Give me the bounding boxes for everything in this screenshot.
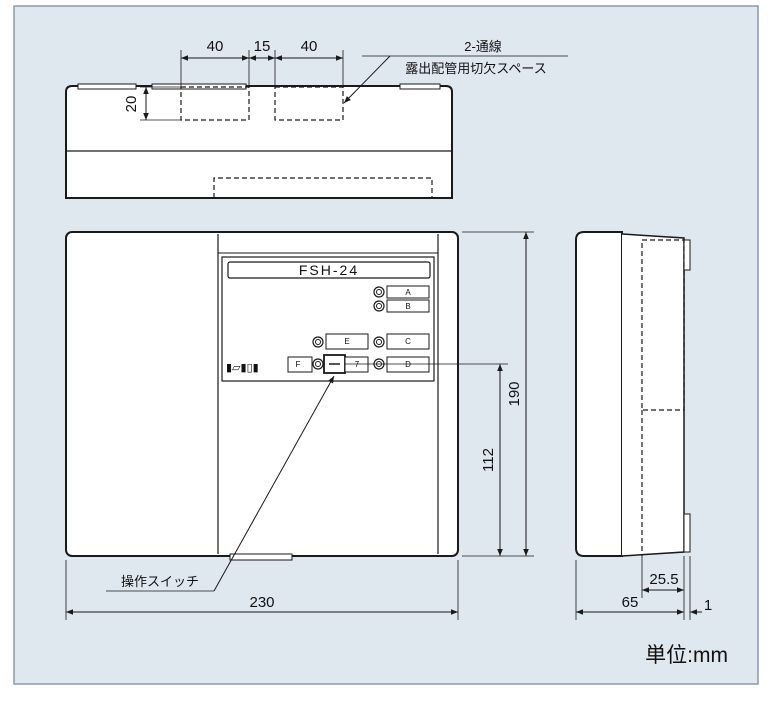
- side-view-body: [575, 231, 623, 557]
- dim-side-protrusion: 1: [704, 597, 712, 614]
- dim-front-height-total: 190: [506, 381, 523, 406]
- button-b[interactable]: [386, 299, 430, 313]
- button-b-label: B: [405, 302, 410, 311]
- brand-logo: ▮▱▮▯▮: [226, 362, 259, 374]
- dim-side-depth: 65: [622, 594, 639, 611]
- top-view: 40 15 40 20 2-通線 露出配管用切欠スペース: [65, 38, 568, 199]
- button-c-label: C: [405, 337, 411, 346]
- dim-front-width: 230: [249, 594, 274, 611]
- button-d[interactable]: [386, 356, 430, 373]
- note-line-2: 露出配管用切欠スペース: [405, 61, 546, 76]
- button-f[interactable]: [287, 356, 313, 373]
- dim-top-right: 40: [301, 38, 318, 55]
- button-a-label: A: [405, 288, 411, 297]
- dim-side-offset: 25.5: [649, 571, 678, 588]
- side-view: 25.5 65 1: [575, 231, 712, 620]
- dim-top-left: 40: [207, 38, 224, 55]
- front-view: FSH-24 A B E C ▮▱▮▯▮ F 7 D: [65, 231, 534, 620]
- model-label: FSH-24: [299, 262, 359, 278]
- button-d-label: D: [405, 360, 411, 369]
- dim-top-middle: 15: [254, 38, 271, 55]
- side-hidden-outline: [641, 239, 685, 411]
- button-7[interactable]: [344, 356, 369, 373]
- knockout-right: [274, 86, 344, 121]
- button-e-label: E: [344, 337, 349, 346]
- button-a[interactable]: [386, 285, 430, 299]
- button-7-label: 7: [355, 360, 360, 369]
- note-line-1: 2-通線: [464, 39, 502, 54]
- button-e[interactable]: [325, 333, 369, 350]
- model-plate: [227, 261, 431, 279]
- front-view-body: [65, 231, 459, 557]
- button-f-label: F: [296, 360, 301, 369]
- dim-top-height: 20: [123, 96, 140, 113]
- switch-label: 操作スイッチ: [121, 574, 199, 589]
- dim-front-height-switch: 112: [480, 448, 497, 472]
- unit-label: 単位:mm: [645, 644, 728, 667]
- knockout-left: [180, 86, 250, 121]
- button-c[interactable]: [386, 333, 430, 350]
- control-panel: [221, 256, 435, 382]
- top-view-body: [65, 85, 453, 199]
